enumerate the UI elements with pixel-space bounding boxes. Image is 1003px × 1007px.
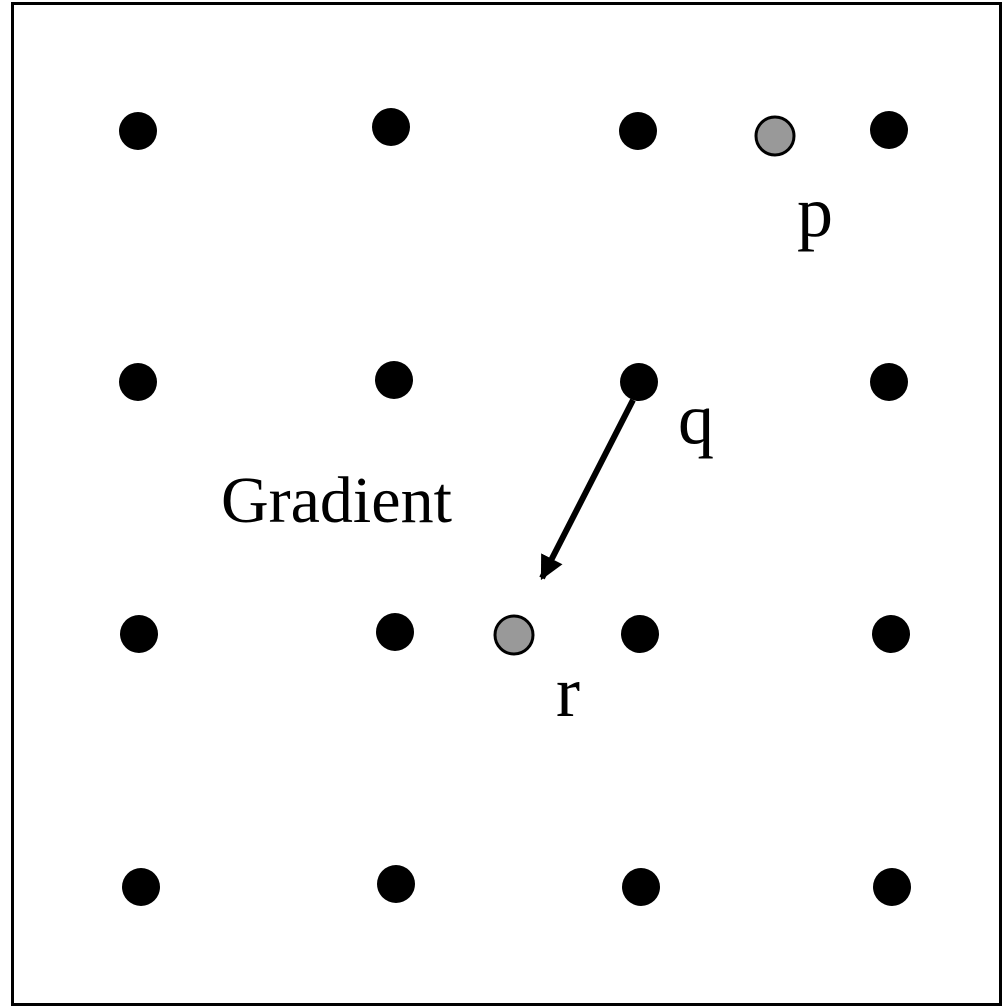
grid-point-r3-c1 bbox=[120, 615, 158, 653]
grid-point-r4-c1 bbox=[122, 868, 160, 906]
grid-point-r3-c3 bbox=[621, 615, 659, 653]
point-p bbox=[754, 115, 796, 157]
grid-point-r3-c2 bbox=[376, 613, 414, 651]
grid-point-r1-c1 bbox=[119, 112, 157, 150]
grid-point-r3-c4 bbox=[872, 615, 910, 653]
label-p: p bbox=[797, 172, 833, 252]
point-r bbox=[493, 614, 535, 656]
grid-point-r2-c1 bbox=[119, 363, 157, 401]
grid-point-r4-c3 bbox=[622, 868, 660, 906]
gradient-arrow bbox=[539, 398, 636, 581]
grid-point-r2-c2 bbox=[375, 361, 413, 399]
grid-point-r1-c2 bbox=[372, 108, 410, 146]
grid-point-r1-c4 bbox=[870, 111, 908, 149]
grid-point-q bbox=[620, 363, 658, 401]
grid-point-r4-c2 bbox=[377, 865, 415, 903]
label-r: r bbox=[556, 652, 580, 732]
grid-point-r1-c3 bbox=[619, 112, 657, 150]
grid-point-r2-c4 bbox=[870, 363, 908, 401]
label-gradient: Gradient bbox=[221, 464, 452, 537]
grid-point-r4-c4 bbox=[873, 868, 911, 906]
diagram-border bbox=[11, 2, 1002, 1006]
label-q: q bbox=[678, 379, 714, 459]
